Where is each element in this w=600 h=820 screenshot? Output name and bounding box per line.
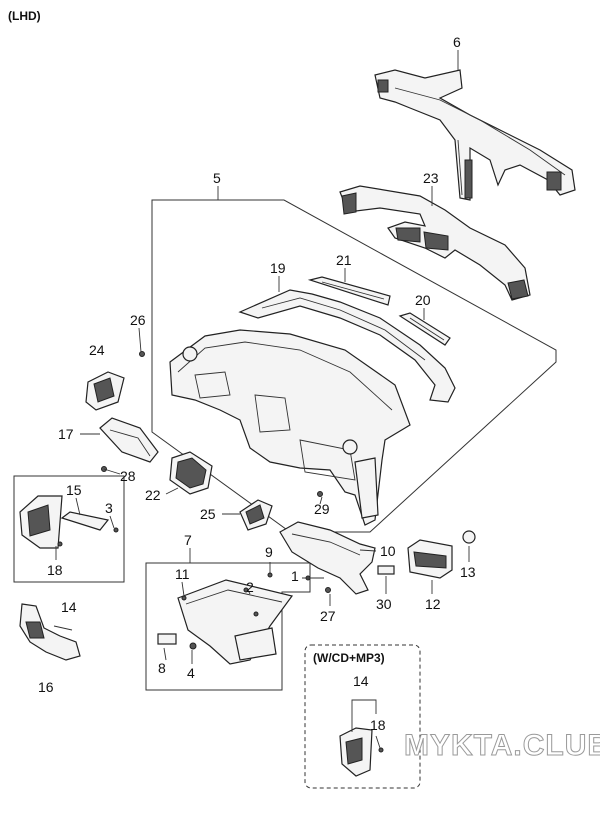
clip-30 <box>377 565 395 575</box>
glove-box <box>157 572 294 665</box>
callout-8: 8 <box>158 660 166 676</box>
callout-3: 3 <box>105 500 113 516</box>
option-box-label: (W/CD+MP3) <box>313 651 385 665</box>
callout-12: 12 <box>425 596 441 612</box>
watermark: MYKTA.CLUB <box>404 729 600 762</box>
callout-28: 28 <box>120 468 136 484</box>
callout-10: 10 <box>380 543 396 559</box>
callout-6: 6 <box>453 34 461 50</box>
callout-30: 30 <box>376 596 392 612</box>
leader-lines <box>55 50 470 749</box>
callout-13: 13 <box>460 564 476 580</box>
side-air-vent-left <box>85 371 125 411</box>
callout-18: 18 <box>47 562 63 578</box>
callout-4: 4 <box>187 665 195 681</box>
audio-bracket-assembly <box>19 495 119 549</box>
defroster-grille-center <box>307 276 391 306</box>
callout-14: 14 <box>61 599 77 615</box>
passenger-airbag <box>407 539 453 579</box>
callout-20: 20 <box>415 292 431 308</box>
audio-bracket-box <box>13 475 125 583</box>
callout-1: 1 <box>291 568 299 584</box>
callout-29: 29 <box>314 501 330 517</box>
crash-pad-lower-panel <box>279 521 376 595</box>
callout-5: 5 <box>213 170 221 186</box>
audio-bracket-option <box>339 727 384 777</box>
callout-7: 7 <box>184 532 192 548</box>
side-air-vent-right <box>239 499 273 531</box>
callout-27: 27 <box>320 608 336 624</box>
callout-11: 11 <box>175 566 190 582</box>
cover-13 <box>462 530 476 544</box>
option-box <box>304 644 421 789</box>
callout-24: 24 <box>89 342 105 358</box>
callout-16: 16 <box>38 679 54 695</box>
callout-23: 23 <box>423 170 439 186</box>
callout-18-option: 18 <box>370 717 386 733</box>
cluster-facia <box>99 417 159 472</box>
callout-17: 17 <box>58 426 74 442</box>
callout-25: 25 <box>200 506 216 522</box>
callout-19: 19 <box>270 260 286 276</box>
cowl-crossmember <box>374 69 576 201</box>
screw-26 <box>139 351 145 357</box>
callout-9: 9 <box>265 544 273 560</box>
crash-pad-frame <box>151 199 557 533</box>
crash-pad <box>169 329 411 526</box>
defroster-grille-side <box>398 312 451 346</box>
callout-15: 15 <box>66 482 82 498</box>
callout-26: 26 <box>130 312 146 328</box>
screw-29 <box>317 491 323 497</box>
center-air-vent <box>169 451 213 495</box>
defroster-nozzle <box>238 289 456 403</box>
callout-numbers: 6 5 23 19 21 20 26 24 17 28 22 25 29 15 … <box>38 34 476 733</box>
variant-label: (LHD) <box>8 9 41 23</box>
callout-22: 22 <box>145 487 161 503</box>
callout-2: 2 <box>246 579 254 595</box>
callout-14-option: 14 <box>353 673 369 689</box>
center-facia-bracket <box>19 603 81 661</box>
callout-21: 21 <box>336 252 352 268</box>
heater-duct <box>339 185 531 301</box>
